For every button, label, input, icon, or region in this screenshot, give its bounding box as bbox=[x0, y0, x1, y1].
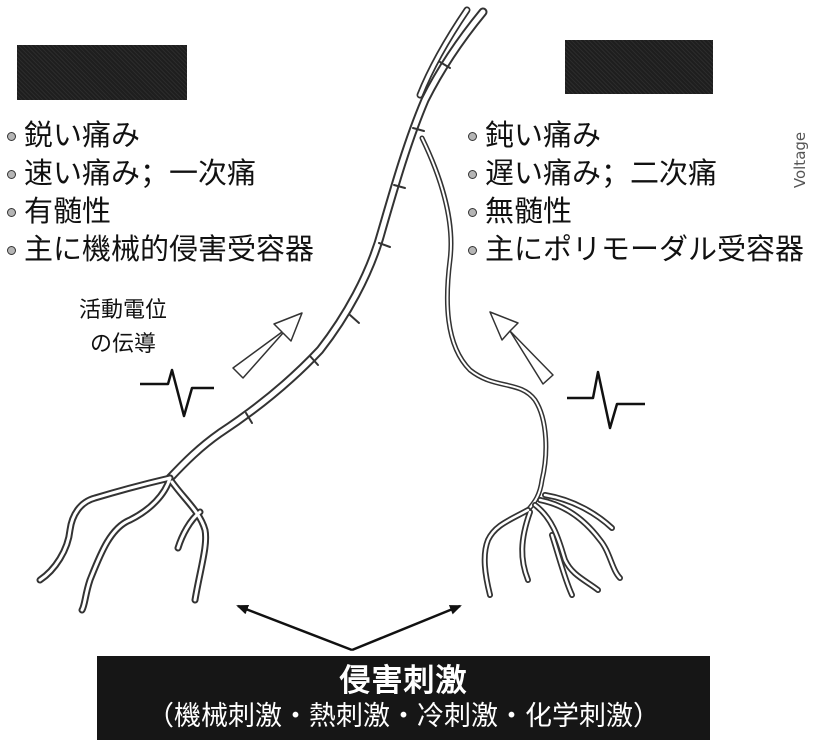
stimulus-subtitle: （機械刺激・熱刺激・冷刺激・化学刺激） bbox=[97, 700, 710, 734]
stimulus-title: 侵害刺激 bbox=[97, 662, 710, 700]
conduction-label-line2: の伝導 bbox=[58, 330, 188, 360]
double-arrow-icon bbox=[238, 606, 460, 650]
property-item: 有髄性 bbox=[2, 192, 314, 230]
myelinated-fiber-properties: 鋭い痛み 速い痛み；一次痛 有髄性 主に機械的侵害受容器 bbox=[2, 116, 314, 268]
conduction-label-line1: 活動電位 bbox=[58, 296, 188, 326]
property-item: 主に機械的侵害受容器 bbox=[2, 230, 314, 268]
fiber-type-label-box-right bbox=[565, 40, 713, 94]
fiber-type-label-box-left bbox=[17, 45, 187, 100]
unmyelinated-fiber-properties: 鈍い痛み 遅い痛み；二次痛 無髄性 主にポリモーダル受容器 bbox=[463, 116, 804, 268]
action-potential-icon bbox=[140, 370, 214, 416]
property-item: 鋭い痛み bbox=[2, 116, 314, 154]
up-arrow-icon bbox=[233, 313, 302, 378]
noxious-stimulus-box: 侵害刺激 （機械刺激・熱刺激・冷刺激・化学刺激） bbox=[97, 656, 710, 740]
up-arrow-icon bbox=[490, 312, 553, 384]
property-item: 無髄性 bbox=[463, 192, 804, 230]
action-potential-icon bbox=[567, 372, 645, 428]
property-item: 鈍い痛み bbox=[463, 116, 804, 154]
property-item: 遅い痛み；二次痛 bbox=[463, 154, 804, 192]
voltage-axis-label: Voltage bbox=[791, 132, 809, 188]
unmyelinated-terminals bbox=[485, 495, 620, 595]
property-item: 主にポリモーダル受容器 bbox=[463, 230, 804, 268]
property-item: 速い痛み；一次痛 bbox=[2, 154, 314, 192]
